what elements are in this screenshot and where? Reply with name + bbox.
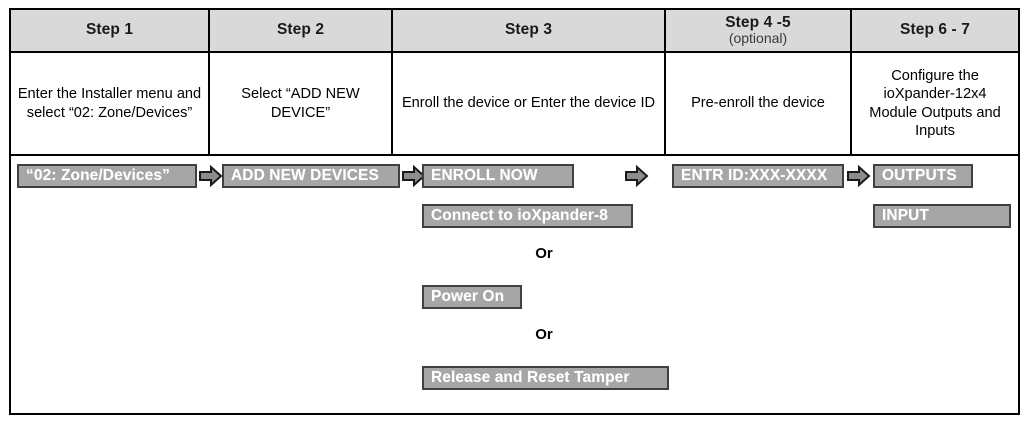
header-subtitle-optional: (optional) [728,29,788,46]
description-step-4-5: Pre-enroll the device [666,53,852,154]
header-title-step-3: Step 3 [504,21,553,39]
header-cell-step-6-7: Step 6 - 7 [852,10,1018,51]
flow-button-outputs[interactable]: OUTPUTS [873,164,973,188]
header-cell-step-4-5: Step 4 -5 (optional) [666,10,852,51]
flow-button-enroll-now[interactable]: ENROLL NOW [422,164,574,188]
arrow-right-icon-step1-step2 [199,164,223,188]
flow-button-entr-id[interactable]: ENTR ID:XXX-XXXX [672,164,844,188]
or-separator-2: Or [535,326,553,343]
flow-button-enroll-now-label: ENROLL NOW [431,167,538,184]
table-description-row: Enter the Installer menu and select “02:… [11,53,1018,156]
flow-diagram-area: “02: Zone/Devices” ADD NEW DEVICES ENROL… [11,156,1018,413]
flow-button-power-on[interactable]: Power On [422,285,522,309]
description-step-3: Enroll the device or Enter the device ID [393,53,666,154]
flow-button-add-new-devices-label: ADD NEW DEVICES [231,167,379,184]
flow-button-outputs-label: OUTPUTS [882,167,957,184]
flow-button-release-reset-tamper-label: Release and Reset Tamper [431,369,630,386]
header-title-step-2: Step 2 [276,21,325,39]
arrow-right-icon-step2-step3 [402,164,426,188]
arrow-right-icon-step4-step6 [847,164,871,188]
flow-button-connect-ioxpander-8-label: Connect to ioXpander-8 [431,207,609,224]
flow-button-power-on-label: Power On [431,288,505,305]
flow-button-input[interactable]: INPUT [873,204,1011,228]
description-step-2: Select “ADD NEW DEVICE” [210,53,393,154]
header-title-step-1: Step 1 [85,21,134,39]
header-title-step-4-5: Step 4 -5 [725,14,791,32]
flow-button-zone-devices[interactable]: “02: Zone/Devices” [17,164,197,188]
arrow-right-icon-step3-step4 [625,164,649,188]
description-step-6-7: Configure the ioXpander-12x4 Module Outp… [869,68,1001,139]
header-cell-step-2: Step 2 [210,10,393,51]
header-cell-step-1: Step 1 [11,10,210,51]
or-separator-1: Or [535,245,553,262]
flow-button-release-reset-tamper[interactable]: Release and Reset Tamper [422,366,669,390]
flow-button-entr-id-label: ENTR ID:XXX-XXXX [681,167,828,184]
header-title-step-6-7: Step 6 - 7 [900,21,970,39]
flow-button-add-new-devices[interactable]: ADD NEW DEVICES [222,164,400,188]
table-header-row: Step 1 Step 2 Step 3 Step 4 -5 (optional… [11,10,1018,53]
header-cell-step-3: Step 3 [393,10,666,51]
flow-button-connect-ioxpander-8[interactable]: Connect to ioXpander-8 [422,204,633,228]
flow-button-input-label: INPUT [882,207,929,224]
description-step-1: Enter the Installer menu and select “02:… [11,53,210,154]
flow-button-zone-devices-label: “02: Zone/Devices” [26,167,170,184]
enrollment-steps-table: Step 1 Step 2 Step 3 Step 4 -5 (optional… [9,8,1020,415]
